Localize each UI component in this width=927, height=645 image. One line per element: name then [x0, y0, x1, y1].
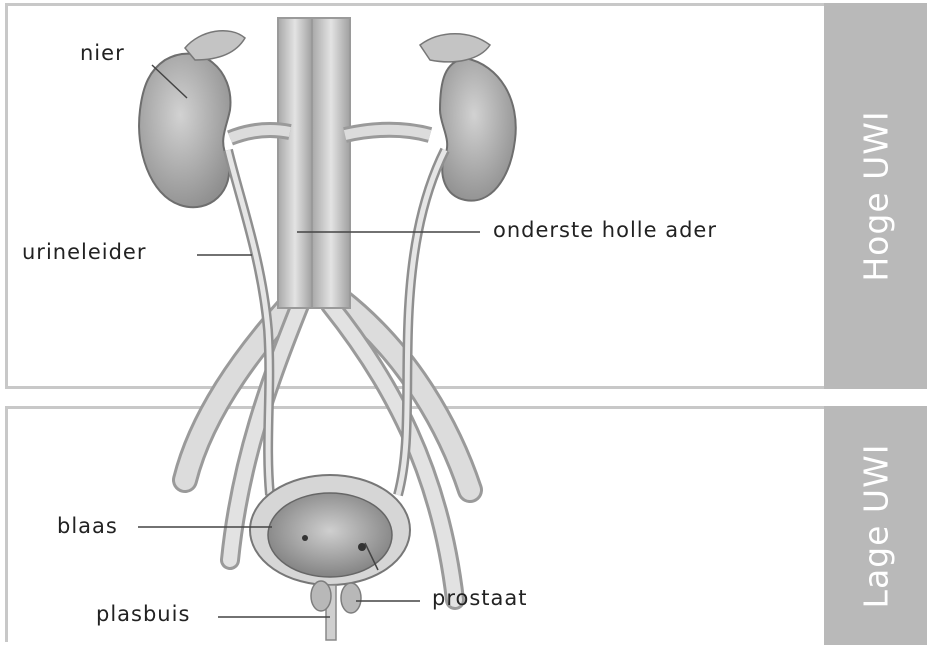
- label-urineleider: urineleider: [22, 240, 146, 264]
- label-plasbuis: plasbuis: [96, 602, 190, 626]
- bladder: [250, 475, 410, 585]
- prostate: [311, 581, 361, 640]
- label-onderste-holle-ader: onderste holle ader: [493, 218, 717, 242]
- left-kidney: [139, 31, 245, 208]
- label-blaas: blaas: [57, 514, 118, 538]
- label-prostaat: prostaat: [432, 586, 528, 610]
- label-nier: nier: [80, 41, 125, 65]
